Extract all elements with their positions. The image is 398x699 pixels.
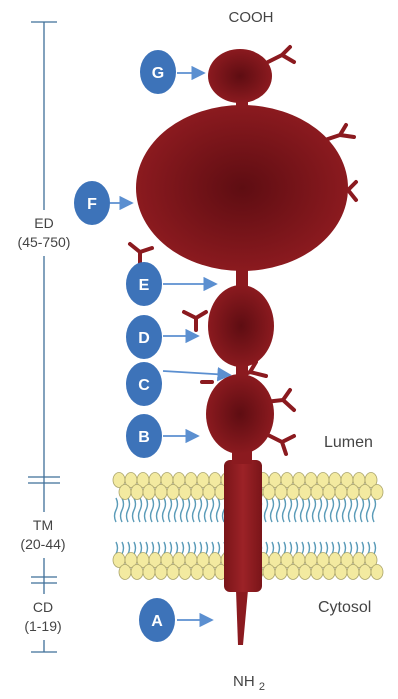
lipid-head — [119, 485, 131, 500]
marker-g: G — [140, 50, 176, 94]
lipid-head — [155, 565, 167, 580]
lipid-head — [131, 565, 143, 580]
marker-c: C — [126, 362, 162, 406]
lipid-head — [119, 565, 131, 580]
c-terminus-label: COOH — [229, 9, 274, 26]
lipid-head — [359, 485, 371, 500]
domain-b — [206, 374, 274, 454]
marker-b: B — [126, 414, 162, 458]
domain-ed-range: (45-750) — [18, 234, 71, 250]
svg-text:D: D — [138, 330, 150, 347]
domain-d — [208, 285, 274, 367]
lipid-head — [191, 485, 203, 500]
lipid-head — [311, 485, 323, 500]
lipid-head — [179, 565, 191, 580]
n-terminus-label: NH 2 — [233, 673, 265, 693]
lipid-head — [203, 485, 215, 500]
lipid-head — [371, 485, 383, 500]
svg-text:C: C — [138, 377, 150, 394]
svg-text:B: B — [138, 429, 150, 446]
lipid-head — [299, 565, 311, 580]
n-terminus-subscript: 2 — [259, 681, 265, 693]
svg-text:F: F — [87, 196, 97, 213]
lipid-head — [131, 485, 143, 500]
lumen-label: Lumen — [324, 434, 373, 451]
marker-f: F — [74, 181, 110, 225]
domain-cd-range: (1-19) — [24, 618, 61, 634]
lipid-head — [143, 565, 155, 580]
lipid-head — [311, 565, 323, 580]
domain-ed-name: ED — [34, 215, 53, 231]
svg-text:G: G — [152, 65, 164, 82]
domain-g — [208, 49, 272, 103]
marker-e: E — [126, 262, 162, 306]
lipid-head — [287, 565, 299, 580]
lipid-head — [167, 565, 179, 580]
svg-text:E: E — [139, 277, 150, 294]
lipid-head — [191, 565, 203, 580]
lipid-head — [143, 485, 155, 500]
marker-a: A — [139, 598, 175, 642]
marker-d: D — [126, 315, 162, 359]
cytosol-label: Cytosol — [318, 599, 371, 616]
lipid-head — [335, 565, 347, 580]
domain-f — [136, 105, 348, 271]
lipid-head — [371, 565, 383, 580]
lipid-head — [275, 565, 287, 580]
lipid-head — [287, 485, 299, 500]
transmembrane-segment — [224, 460, 262, 592]
svg-text:A: A — [151, 613, 163, 630]
lipid-head — [203, 565, 215, 580]
lipid-head — [323, 565, 335, 580]
lipid-head — [155, 485, 167, 500]
domain-scale — [8, 22, 78, 652]
cytosolic-tail — [236, 590, 248, 645]
lipid-head — [335, 485, 347, 500]
lipid-head — [347, 485, 359, 500]
domain-tm-range: (20-44) — [20, 536, 65, 552]
lipid-head — [359, 565, 371, 580]
arrow-right-icon — [163, 371, 230, 375]
lipid-head — [263, 565, 275, 580]
domain-tm-name: TM — [33, 517, 53, 533]
lipid-head — [347, 565, 359, 580]
lipid-head — [179, 485, 191, 500]
domain-cd-name: CD — [33, 599, 53, 615]
lipid-head — [323, 485, 335, 500]
lipid-head — [299, 485, 311, 500]
lipid-head — [167, 485, 179, 500]
lipid-head — [263, 485, 275, 500]
lipid-head — [275, 485, 287, 500]
n-terminus-main: NH — [233, 673, 255, 690]
